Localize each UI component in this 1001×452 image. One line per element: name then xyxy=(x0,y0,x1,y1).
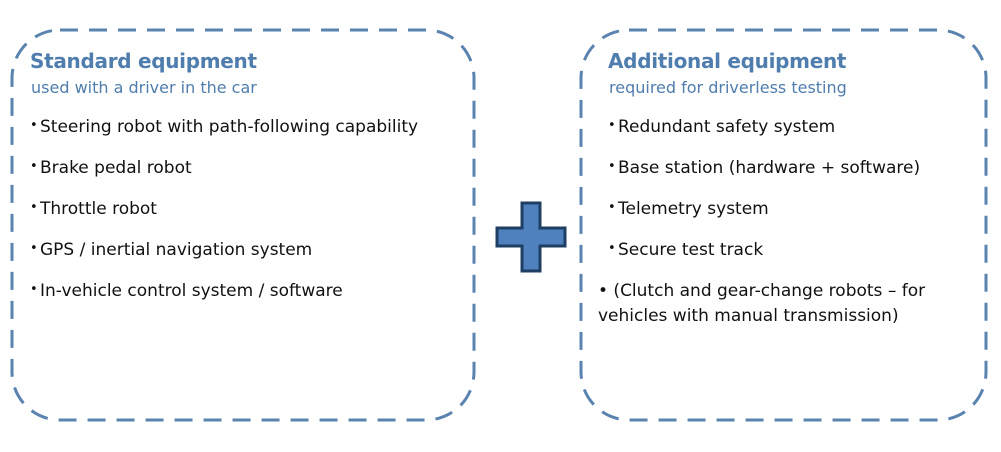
list-item-text: GPS / inertial navigation system xyxy=(40,240,313,260)
bullet-icon: • xyxy=(608,241,616,256)
bullet-icon: • xyxy=(30,241,38,256)
additional-equipment-panel: Additional equipment required for driver… xyxy=(579,28,988,422)
additional-panel-border xyxy=(579,28,988,422)
standard-equipment-list: •Steering robot with path-following capa… xyxy=(30,115,476,304)
bullet-icon: • xyxy=(30,118,38,133)
list-item: •Base station (hardware + software) xyxy=(608,156,988,181)
list-item: •GPS / inertial navigation system xyxy=(30,238,476,263)
list-item: •Throttle robot xyxy=(30,197,476,222)
list-item-text: Steering robot with path-following capab… xyxy=(40,117,419,137)
standard-equipment-title: Standard equipment xyxy=(30,49,257,73)
standard-equipment-subtitle: used with a driver in the car xyxy=(31,78,257,97)
bullet-icon: • xyxy=(608,159,616,174)
bullet-icon: • xyxy=(608,200,616,215)
bullet-icon: • xyxy=(608,118,616,133)
list-item-text: Secure test track xyxy=(618,240,764,260)
list-item: • (Clutch and gear-change robots – for v… xyxy=(598,279,964,329)
plus-icon xyxy=(495,201,567,273)
standard-panel-border xyxy=(10,28,476,422)
list-item: •Redundant safety system xyxy=(608,115,988,140)
list-item-text: Redundant safety system xyxy=(618,117,836,137)
list-item: •Brake pedal robot xyxy=(30,156,476,181)
additional-equipment-subtitle: required for driverless testing xyxy=(609,78,847,97)
standard-equipment-panel: Standard equipment used with a driver in… xyxy=(10,28,476,422)
list-item-text: • (Clutch and gear-change robots – for v… xyxy=(598,281,926,326)
additional-equipment-list: •Redundant safety system •Base station (… xyxy=(598,115,988,329)
list-item-text: Throttle robot xyxy=(40,199,157,219)
list-item: •Telemetry system xyxy=(608,197,988,222)
bullet-icon: • xyxy=(30,159,38,174)
list-item: •In-vehicle control system / software xyxy=(30,279,476,304)
list-item-text: In-vehicle control system / software xyxy=(40,281,343,301)
list-item-text: Brake pedal robot xyxy=(40,158,192,178)
list-item-text: Telemetry system xyxy=(618,199,769,219)
list-item: •Secure test track xyxy=(608,238,988,263)
bullet-icon: • xyxy=(30,282,38,297)
list-item: •Steering robot with path-following capa… xyxy=(30,115,476,140)
bullet-icon: • xyxy=(30,200,38,215)
list-item-text: Base station (hardware + software) xyxy=(618,158,921,178)
additional-equipment-title: Additional equipment xyxy=(608,49,847,73)
